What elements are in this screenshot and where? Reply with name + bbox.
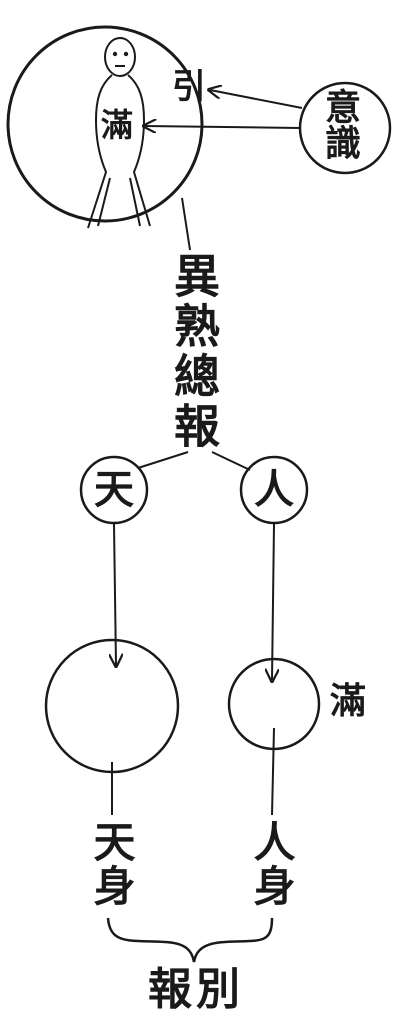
stem-label: 異熟總報 bbox=[171, 252, 217, 452]
branch-left bbox=[138, 452, 188, 468]
human-down-arrow bbox=[272, 524, 274, 680]
bottom-label: 報別 bbox=[148, 968, 244, 1012]
arrow-to-man bbox=[145, 126, 300, 128]
human-body-label: 人身 bbox=[250, 820, 292, 908]
heaven-body-label: 天身 bbox=[90, 820, 132, 908]
heaven-node-label: 天 bbox=[94, 470, 134, 510]
top-label-yin: 引 bbox=[172, 70, 206, 104]
human-node-label: 人 bbox=[254, 470, 294, 510]
stem-line bbox=[182, 198, 190, 250]
arrow-to-yin bbox=[210, 90, 302, 108]
heaven-down-arrow bbox=[114, 524, 116, 665]
branch-right bbox=[212, 452, 250, 470]
top-label-man: 滿 bbox=[101, 109, 133, 141]
human-body-line bbox=[272, 728, 274, 815]
heaven-outcome-circle bbox=[46, 640, 178, 772]
human-outcome-label: 滿 bbox=[330, 683, 366, 719]
bottom-brace bbox=[108, 918, 272, 962]
consciousness-label: 意識 bbox=[322, 88, 358, 160]
